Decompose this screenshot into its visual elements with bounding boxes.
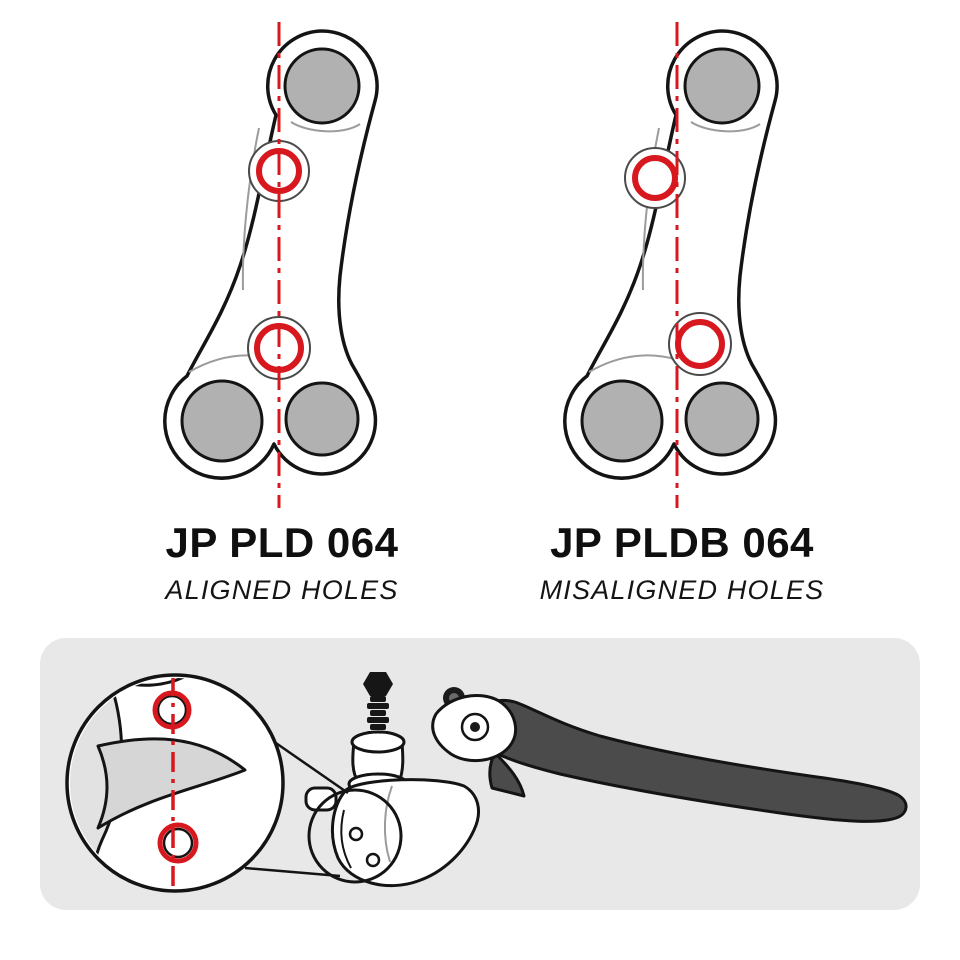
- red-hole-marker-top: [632, 155, 678, 201]
- zoom-connector: [272, 739, 349, 795]
- banjo-bolt-head: [363, 672, 393, 696]
- magnified-hole-boss: [162, 827, 194, 859]
- bolt-threads: [367, 696, 389, 737]
- red-hole-marker-bottom: [675, 319, 725, 369]
- red-hole-marker-bottom: [254, 323, 304, 373]
- product-code: JP PLDB 064: [550, 519, 814, 566]
- bracket-contour: [690, 121, 761, 133]
- body-seam: [383, 785, 393, 863]
- top-mounting-hole: [683, 47, 761, 125]
- product-feature: ALIGNED HOLES: [165, 575, 399, 606]
- zoom-connector: [244, 866, 341, 878]
- bottom-left-mounting-hole: [180, 379, 264, 463]
- red-hole-marker-top: [256, 148, 302, 194]
- bracket-contour: [290, 121, 361, 133]
- bracket-illustration-aligned: [163, 22, 379, 508]
- bottom-right-mounting-hole: [284, 381, 360, 457]
- red-hole-marker-top: [152, 690, 192, 730]
- detail-panel: [40, 638, 920, 910]
- red-hole-marker-bottom: [157, 822, 199, 864]
- bottom-left-mounting-hole: [580, 379, 664, 463]
- bracket-contour: [241, 127, 260, 291]
- product-label-right: JP PLDB 064 MISALIGNED HOLES: [492, 519, 872, 606]
- lever-inner-arm: [488, 751, 526, 798]
- reservoir-cap: [350, 730, 406, 754]
- zoom-source-circle: [307, 788, 403, 884]
- magnified-notch-wedge: [96, 737, 247, 830]
- bottom-right-mounting-hole: [684, 381, 760, 457]
- pivot-bolt-center: [470, 722, 480, 732]
- bracket-illustration-misaligned: [563, 22, 779, 508]
- clamp-edge: [340, 809, 352, 869]
- product-feature: MISALIGNED HOLES: [539, 575, 825, 606]
- product-label-left: JP PLD 064 ALIGNED HOLES: [92, 519, 472, 606]
- top-mounting-hole: [283, 47, 361, 125]
- clamp-hole: [348, 826, 364, 842]
- bleed-nipple: [304, 786, 338, 812]
- assembly-illustration: [65, 672, 908, 893]
- brake-lever: [468, 699, 908, 823]
- clamp-hole: [365, 852, 381, 868]
- product-code: JP PLD 064: [165, 519, 399, 566]
- bracket-body: [163, 29, 379, 480]
